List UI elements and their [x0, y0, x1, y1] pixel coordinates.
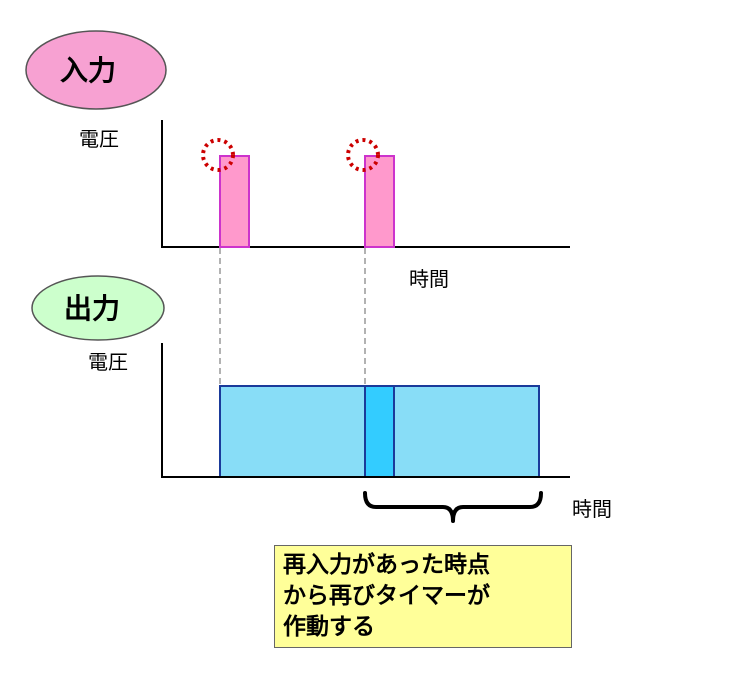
timer-span-brace [363, 491, 543, 523]
input-pulse-2 [364, 155, 395, 248]
note-line-3: 作動する [283, 614, 375, 640]
rising-edge-marker-2 [346, 138, 380, 172]
output-y-axis-label: 電圧 [88, 350, 128, 374]
input-badge [25, 30, 167, 110]
output-overlap-segment [364, 385, 395, 478]
timer-restart-note: 再入力があった時点 から再びタイマーが 作動する [274, 545, 572, 648]
note-line-2: から再びタイマーが [283, 583, 490, 609]
output-x-axis-label: 時間 [572, 497, 612, 521]
output-badge-label: 出力 [64, 292, 120, 325]
input-badge-label: 入力 [60, 54, 116, 87]
note-line-1: 再入力があった時点 [283, 552, 490, 578]
input-x-axis-label: 時間 [409, 267, 449, 291]
output-badge [31, 275, 165, 341]
input-y-axis-label: 電圧 [79, 127, 119, 151]
rising-edge-marker-1 [201, 138, 235, 172]
input-pulse-1 [219, 155, 250, 248]
